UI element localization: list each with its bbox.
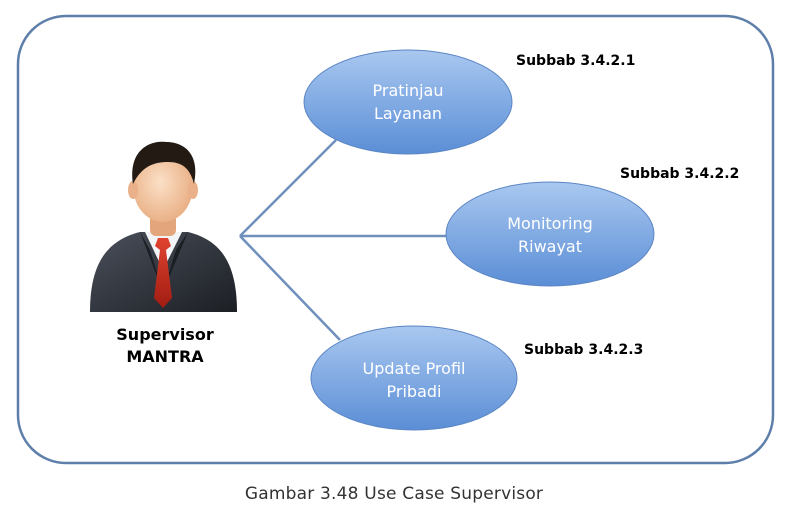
associations: [239, 139, 448, 341]
use-case-label-line1: Pratinjau: [373, 81, 444, 100]
actor-name-line2: MANTRA: [126, 347, 204, 366]
association-line-pratinjau: [239, 139, 337, 237]
use-case-pratinjau-layanan[interactable]: Pratinjau Layanan: [303, 49, 513, 155]
reference-label-2: Subbab 3.4.2.2: [620, 166, 739, 182]
reference-label-3: Subbab 3.4.2.3: [524, 342, 643, 358]
use-case-label-line1: Monitoring: [507, 214, 593, 233]
figure-caption: Gambar 3.48 Use Case Supervisor: [244, 484, 544, 504]
actor-name-line1: Supervisor: [116, 325, 214, 344]
use-case-update-profil-pribadi[interactable]: Update Profil Pribadi: [310, 325, 518, 431]
use-case-label-line2: Riwayat: [518, 237, 582, 256]
association-line-update-profil: [239, 235, 341, 341]
use-case-label-line2: Pribadi: [387, 382, 442, 401]
use-case-monitoring-riwayat[interactable]: Monitoring Riwayat: [445, 181, 655, 287]
reference-label-1: Subbab 3.4.2.1: [516, 53, 635, 69]
use-case-label-line1: Update Profil: [363, 359, 466, 378]
use-case-label-line2: Layanan: [374, 104, 442, 123]
businessman-icon: [90, 141, 237, 312]
system-boundary: [16, 14, 775, 465]
